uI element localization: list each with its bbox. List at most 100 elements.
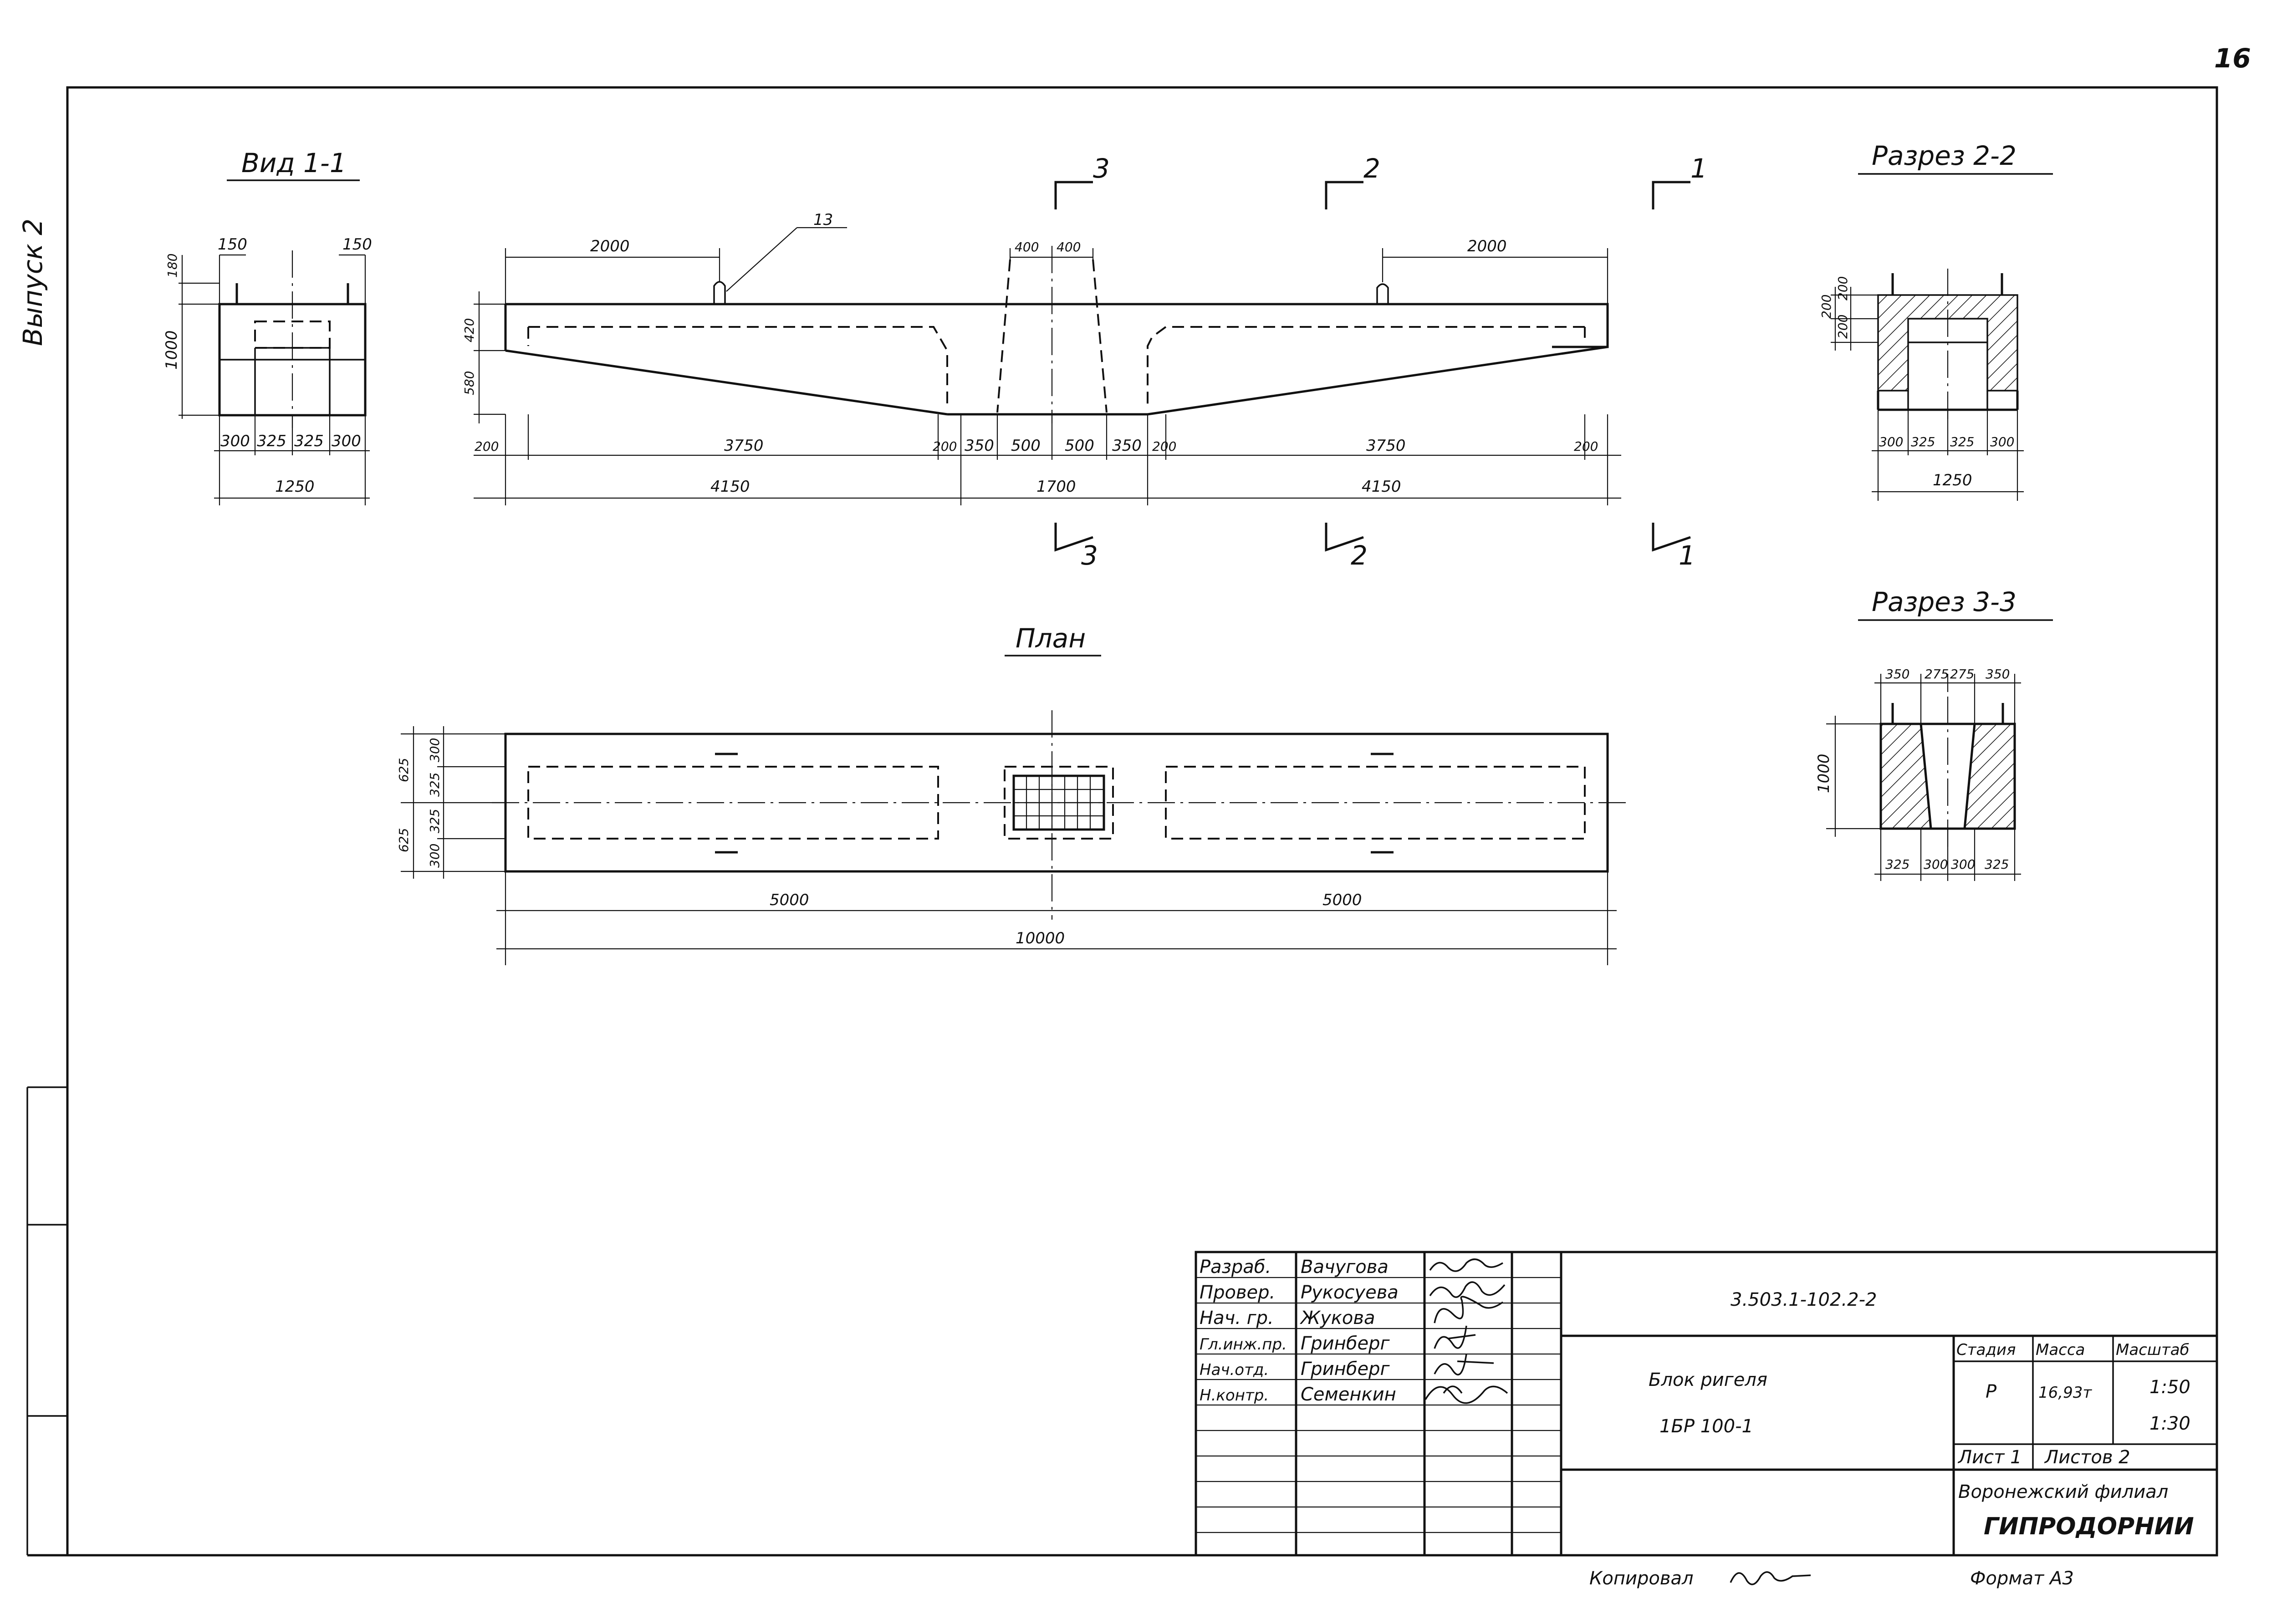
s33-dim-5: 325 bbox=[1885, 857, 1909, 872]
tb-org-line2: ГИПРОДОРНИИ bbox=[1984, 1513, 2194, 1540]
section-3-3: Разрез 3-3 350 275 275 350 1000 325 300 … bbox=[1815, 586, 2053, 881]
plan-left-dim-3: 325 bbox=[427, 773, 442, 797]
callout-13: 13 bbox=[813, 211, 833, 229]
sheet-footer: Копировал Формат А3 bbox=[1589, 1568, 2074, 1589]
copier-signature bbox=[1730, 1571, 1811, 1585]
format-label: Формат А3 bbox=[1970, 1568, 2074, 1589]
view-1-1: Вид 1-1 150 150 180 1000 300 325 325 bbox=[163, 148, 372, 505]
s22-dim-5: 325 bbox=[1950, 434, 1974, 449]
tb-role-1: Провер. bbox=[1200, 1282, 1275, 1303]
title-block: Разраб. Вачугова Провер. Рукосуева Нач. … bbox=[1195, 1251, 2218, 1557]
elev-row2-1: 1700 bbox=[1036, 478, 1076, 496]
section-mark-3-bottom: 3 bbox=[1081, 540, 1098, 571]
elevation-view: 13 2000 400 400 2000 420 580 200 bbox=[462, 153, 1707, 571]
tb-item-name: Блок ригеля bbox=[1649, 1369, 1767, 1390]
tb-name-4: Гринберг bbox=[1301, 1359, 1390, 1380]
view-1-1-title: Вид 1-1 bbox=[241, 148, 347, 178]
elev-row1-5: 500 bbox=[1065, 437, 1094, 455]
s22-dim-0: 200 bbox=[1819, 295, 1834, 319]
section-mark-1-bottom: 1 bbox=[1679, 540, 1695, 571]
elev-row1-7: 200 bbox=[1152, 439, 1176, 454]
page-number: 16 bbox=[2214, 43, 2251, 74]
plan-row1-1: 5000 bbox=[1322, 891, 1362, 909]
s33-dim-7: 300 bbox=[1951, 857, 1975, 872]
s22-dim-3: 300 bbox=[1879, 434, 1903, 449]
elev-row1-6: 350 bbox=[1112, 437, 1142, 455]
side-note: Выпуск 2 bbox=[17, 219, 48, 346]
tb-stage: Р bbox=[1986, 1381, 1997, 1402]
s33-dim-1: 275 bbox=[1925, 667, 1949, 682]
plan-view: План 625 625 30 bbox=[396, 623, 1630, 965]
section-mark-1-top: 1 bbox=[1690, 153, 1707, 184]
section-2-2-title: Разрез 2-2 bbox=[1872, 140, 2017, 171]
s33-dim-6: 300 bbox=[1924, 857, 1948, 872]
tb-mass: 16,93т bbox=[2038, 1384, 2092, 1402]
plan-left-dim-1: 625 bbox=[396, 828, 411, 852]
tb-org-line1: Воронежский филиал bbox=[1958, 1481, 2168, 1502]
tb-document-code: 3.503.1-102.2-2 bbox=[1731, 1289, 1877, 1310]
copied-label: Копировал bbox=[1589, 1568, 1694, 1589]
elev-top-dim-2: 400 bbox=[1057, 239, 1081, 255]
elev-row2-2: 4150 bbox=[1362, 478, 1401, 496]
s22-dim-1: 200 bbox=[1835, 276, 1850, 300]
section-mark-2-top: 2 bbox=[1363, 153, 1380, 184]
tb-item-mark: 1БР 100-1 bbox=[1659, 1416, 1753, 1437]
tb-name-0: Вачугова bbox=[1301, 1257, 1389, 1278]
tb-role-3: Гл.инж.пр. bbox=[1200, 1335, 1287, 1354]
tb-sheets: Листов 2 bbox=[2044, 1447, 2130, 1468]
elev-left-dim-0: 420 bbox=[462, 318, 477, 342]
tb-name-2: Жукова bbox=[1299, 1308, 1375, 1329]
plan-left-dim-2: 300 bbox=[427, 738, 442, 762]
section-3-3-title: Разрез 3-3 bbox=[1872, 586, 2017, 617]
v11-dim-6: 325 bbox=[294, 432, 324, 450]
section-mark-3-top: 3 bbox=[1093, 153, 1110, 184]
tb-role-4: Нач.отд. bbox=[1200, 1361, 1269, 1379]
elev-top-dim-3: 2000 bbox=[1467, 237, 1507, 255]
s33-dim-2: 275 bbox=[1950, 667, 1974, 682]
tb-role-2: Нач. гр. bbox=[1200, 1308, 1274, 1329]
section-2-2: Разрез 2-2 200 200 200 300 325 325 300 1… bbox=[1819, 140, 2053, 501]
section-mark-2-bottom: 2 bbox=[1351, 540, 1368, 571]
s33-dim-0: 350 bbox=[1885, 667, 1909, 682]
signatures bbox=[1424, 1258, 1508, 1404]
elev-top-dim-1: 400 bbox=[1015, 239, 1039, 255]
tb-scale-2: 1:30 bbox=[2149, 1413, 2190, 1434]
s33-dim-8: 325 bbox=[1985, 857, 2009, 872]
plan-left-dim-5: 300 bbox=[427, 844, 442, 868]
s33-dim-4: 1000 bbox=[1815, 753, 1833, 793]
plan-left-dim-0: 625 bbox=[396, 758, 411, 782]
v11-dim-1: 150 bbox=[342, 235, 372, 254]
elev-row1-4: 500 bbox=[1011, 437, 1041, 455]
elev-row1-3: 350 bbox=[965, 437, 994, 455]
v11-dim-5: 325 bbox=[257, 432, 286, 450]
elev-row1-8: 3750 bbox=[1366, 437, 1406, 455]
plan-title: План bbox=[1016, 623, 1086, 654]
tb-header-mass: Масса bbox=[2036, 1341, 2085, 1359]
v11-dim-8: 1250 bbox=[275, 478, 315, 496]
tb-header-stage: Стадия bbox=[1956, 1341, 2016, 1359]
v11-dim-7: 300 bbox=[332, 432, 361, 450]
v11-dim-2: 180 bbox=[165, 254, 180, 278]
tb-scale-1: 1:50 bbox=[2149, 1377, 2190, 1398]
tb-name-5: Семенкин bbox=[1301, 1384, 1396, 1405]
s22-dim-4: 325 bbox=[1911, 434, 1935, 449]
tb-sheet: Лист 1 bbox=[1957, 1447, 2022, 1468]
elev-row1-0: 200 bbox=[475, 439, 499, 454]
elev-left-dim-1: 580 bbox=[462, 371, 477, 395]
elev-row1-1: 3750 bbox=[724, 437, 764, 455]
v11-dim-4: 300 bbox=[220, 432, 250, 450]
elev-row2-0: 4150 bbox=[710, 478, 750, 496]
elev-row1-9: 200 bbox=[1574, 439, 1598, 454]
s22-dim-6: 300 bbox=[1990, 434, 2014, 449]
s22-dim-2: 200 bbox=[1835, 315, 1850, 339]
tb-role-0: Разраб. bbox=[1200, 1257, 1271, 1278]
tb-name-3: Гринберг bbox=[1301, 1333, 1390, 1354]
elev-top-dim-0: 2000 bbox=[590, 237, 630, 255]
plan-row1-0: 5000 bbox=[770, 891, 809, 909]
s22-dim-7: 1250 bbox=[1933, 471, 1972, 489]
tb-header-scale: Масштаб bbox=[2116, 1341, 2190, 1359]
elev-row1-2: 200 bbox=[933, 439, 957, 454]
v11-dim-3: 1000 bbox=[163, 330, 181, 370]
tb-name-1: Рукосуева bbox=[1301, 1282, 1399, 1303]
